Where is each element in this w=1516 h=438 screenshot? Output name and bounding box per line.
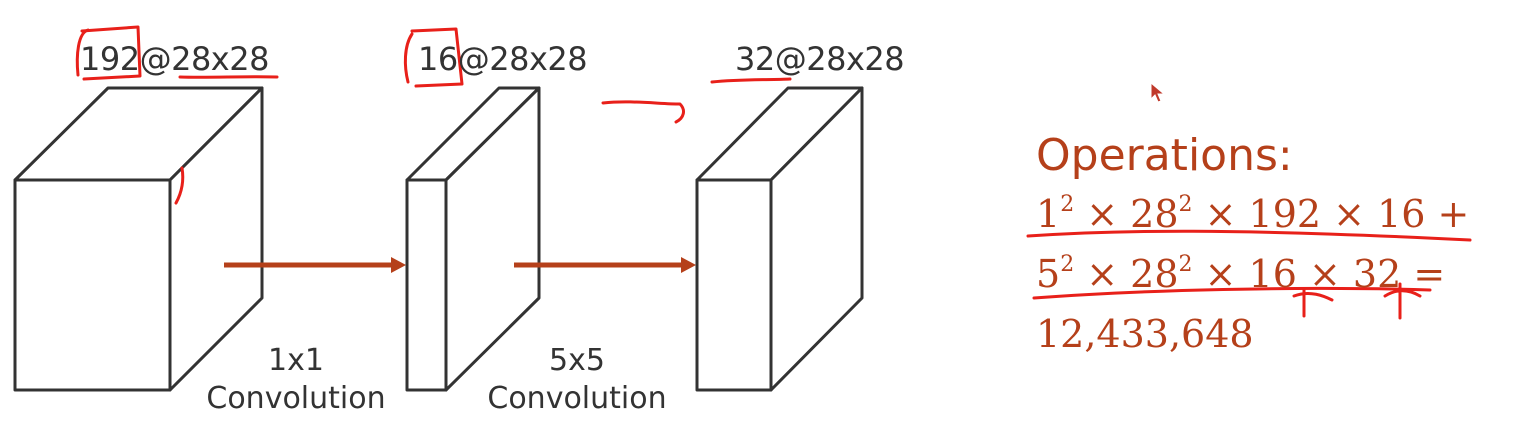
tick-cube-1-side bbox=[174, 166, 185, 205]
handwritten-annotations bbox=[75, 25, 1472, 320]
arrow-1x1 bbox=[224, 257, 406, 273]
ops1-a: 1 bbox=[1036, 192, 1061, 236]
box-16 bbox=[410, 27, 464, 88]
ops2-b-exp: 2 bbox=[1178, 252, 1193, 277]
underline-ops-line-1 bbox=[1026, 229, 1472, 242]
conv-5x5-name: Convolution bbox=[487, 381, 667, 416]
operations-line-1: 12 × 282 × 192 × 16 + bbox=[1036, 184, 1469, 244]
bracket-16-left bbox=[403, 32, 414, 84]
operations-block: Operations: 12 × 282 × 192 × 16 + 52 × 2… bbox=[1036, 128, 1469, 364]
volume-2-at: @ bbox=[457, 40, 490, 78]
conv-1x1-size: 1x1 bbox=[268, 343, 324, 378]
volume-1-cube bbox=[13, 86, 264, 392]
volume-3-cube bbox=[695, 86, 864, 392]
ops1-b-exp: 2 bbox=[1178, 192, 1193, 217]
volume-2-label: 16@28x28 bbox=[418, 40, 588, 78]
volume-2-front-face bbox=[405, 178, 448, 392]
operations-result: 12,433,648 bbox=[1036, 312, 1254, 356]
underline-32 bbox=[710, 77, 792, 84]
volume-3-front-face bbox=[695, 178, 773, 392]
volume-1-at: @ bbox=[139, 40, 172, 78]
mouse-cursor-icon bbox=[1150, 82, 1166, 103]
volume-2-dims: 28x28 bbox=[489, 40, 588, 78]
volume-1-dims: 28x28 bbox=[171, 40, 269, 78]
arrow-5x5 bbox=[514, 257, 696, 273]
ops1-times: × 28 bbox=[1074, 192, 1179, 236]
underline-28x28-first bbox=[178, 75, 279, 79]
volume-3-dims: 28x28 bbox=[806, 40, 905, 78]
underline-ops-line-2 bbox=[1032, 286, 1432, 300]
ops2-a: 5 bbox=[1036, 252, 1061, 296]
mark-32-arrow bbox=[1383, 282, 1422, 320]
conv-1x1-label: 1x1 Convolution bbox=[188, 342, 404, 418]
volume-2-cube bbox=[405, 86, 541, 392]
ops1-a-exp: 2 bbox=[1060, 192, 1075, 217]
ops2-a-exp: 2 bbox=[1060, 252, 1075, 277]
ops2-rest: × 16 × 32 = bbox=[1192, 252, 1446, 296]
ops1-rest: × 192 × 16 + bbox=[1192, 192, 1470, 236]
volume-2-count: 16 bbox=[418, 40, 458, 78]
volume-1-count: 192 bbox=[80, 40, 140, 78]
volume-3-label: 32@28x28 bbox=[735, 40, 905, 78]
volume-1-label: 192@28x28 bbox=[80, 40, 269, 78]
volume-1-front-face bbox=[13, 178, 172, 392]
operations-line-2: 52 × 282 × 16 × 32 = bbox=[1036, 244, 1469, 304]
conv-1x1-name: Convolution bbox=[206, 381, 386, 416]
squiggle-arrow bbox=[601, 100, 685, 124]
conv-5x5-label: 5x5 Convolution bbox=[469, 342, 685, 418]
conv-5x5-size: 5x5 bbox=[549, 343, 605, 378]
volume-3-at: @ bbox=[774, 40, 807, 78]
operations-title: Operations: bbox=[1036, 130, 1293, 181]
volume-3-count: 32 bbox=[735, 40, 775, 78]
mark-16-arrow bbox=[1292, 288, 1334, 318]
box-192 bbox=[80, 25, 142, 81]
ops2-times: × 28 bbox=[1074, 252, 1179, 296]
